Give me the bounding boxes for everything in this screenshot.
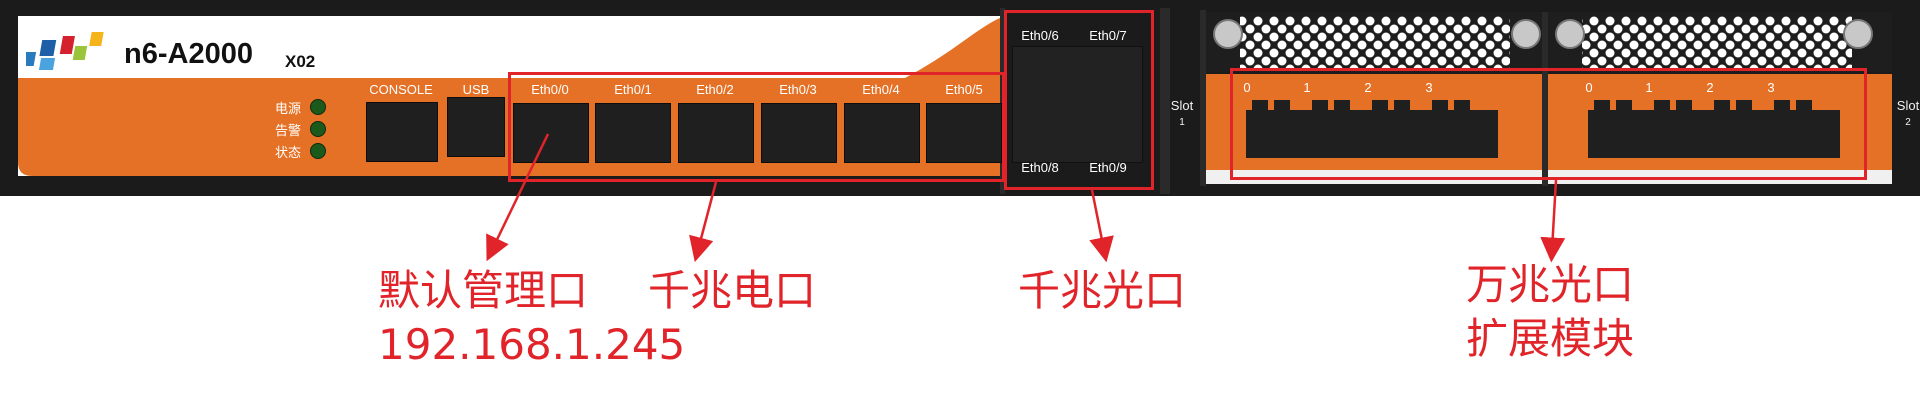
eth-port-0 bbox=[513, 103, 589, 163]
sfp-label-9: Eth0/9 bbox=[1089, 160, 1127, 175]
gig-fiber-annotation: 千兆光口 bbox=[1018, 266, 1187, 315]
device-model: n6-A2000 bbox=[124, 38, 253, 70]
sfp-label-8: Eth0/8 bbox=[1021, 160, 1059, 175]
gig-copper-annotation: 千兆电口 bbox=[648, 266, 817, 315]
tengig-annotation: 万兆光口 扩展模块 bbox=[1466, 260, 1635, 363]
led-label-power: 电源 bbox=[275, 102, 302, 117]
copper-ports-highlight bbox=[508, 72, 1005, 182]
alarm-led-icon bbox=[310, 121, 326, 137]
slot2-port-1: 1 bbox=[1645, 80, 1653, 95]
slot1-port-2: 2 bbox=[1364, 80, 1372, 95]
slot1-port-0: 0 bbox=[1243, 80, 1251, 95]
device-model-suffix: X02 bbox=[285, 52, 316, 71]
power-led-icon bbox=[310, 99, 326, 115]
eth-port-label-0: Eth0/0 bbox=[531, 82, 569, 97]
eth-port-label-2: Eth0/2 bbox=[696, 82, 734, 97]
slot1-port-3: 3 bbox=[1425, 80, 1433, 95]
fiber-ports-highlight bbox=[1004, 10, 1154, 190]
console-port-label: CONSOLE bbox=[369, 82, 433, 97]
eth-port-label-5: Eth0/5 bbox=[945, 82, 983, 97]
sfp-port-cage bbox=[1012, 46, 1143, 163]
usb-port bbox=[447, 97, 505, 157]
eth-port-2 bbox=[678, 103, 754, 163]
eth-port-5 bbox=[926, 103, 1002, 163]
sfp-label-6: Eth0/6 bbox=[1021, 28, 1059, 43]
sfp-label-7: Eth0/7 bbox=[1089, 28, 1127, 43]
slot2-port-0: 0 bbox=[1585, 80, 1593, 95]
eth-port-1 bbox=[595, 103, 671, 163]
tengig-module-highlight bbox=[1230, 68, 1867, 180]
mgmt-port-annotation: 默认管理口 192.168.1.245 bbox=[378, 266, 686, 369]
console-port bbox=[366, 102, 438, 162]
eth-port-label-3: Eth0/3 bbox=[779, 82, 817, 97]
led-label-status: 状态 bbox=[275, 146, 302, 161]
eth-port-3 bbox=[761, 103, 837, 163]
eth-port-4 bbox=[844, 103, 920, 163]
eth-port-label-1: Eth0/1 bbox=[614, 82, 652, 97]
status-led-icon bbox=[310, 143, 326, 159]
usb-port-label: USB bbox=[462, 82, 490, 97]
eth-port-label-4: Eth0/4 bbox=[862, 82, 900, 97]
slot2-port-3: 3 bbox=[1767, 80, 1775, 95]
slot1-port-1: 1 bbox=[1303, 80, 1311, 95]
slot2-port-2: 2 bbox=[1706, 80, 1714, 95]
led-label-alarm: 告警 bbox=[275, 124, 302, 139]
brand-logo-icon bbox=[26, 32, 104, 70]
